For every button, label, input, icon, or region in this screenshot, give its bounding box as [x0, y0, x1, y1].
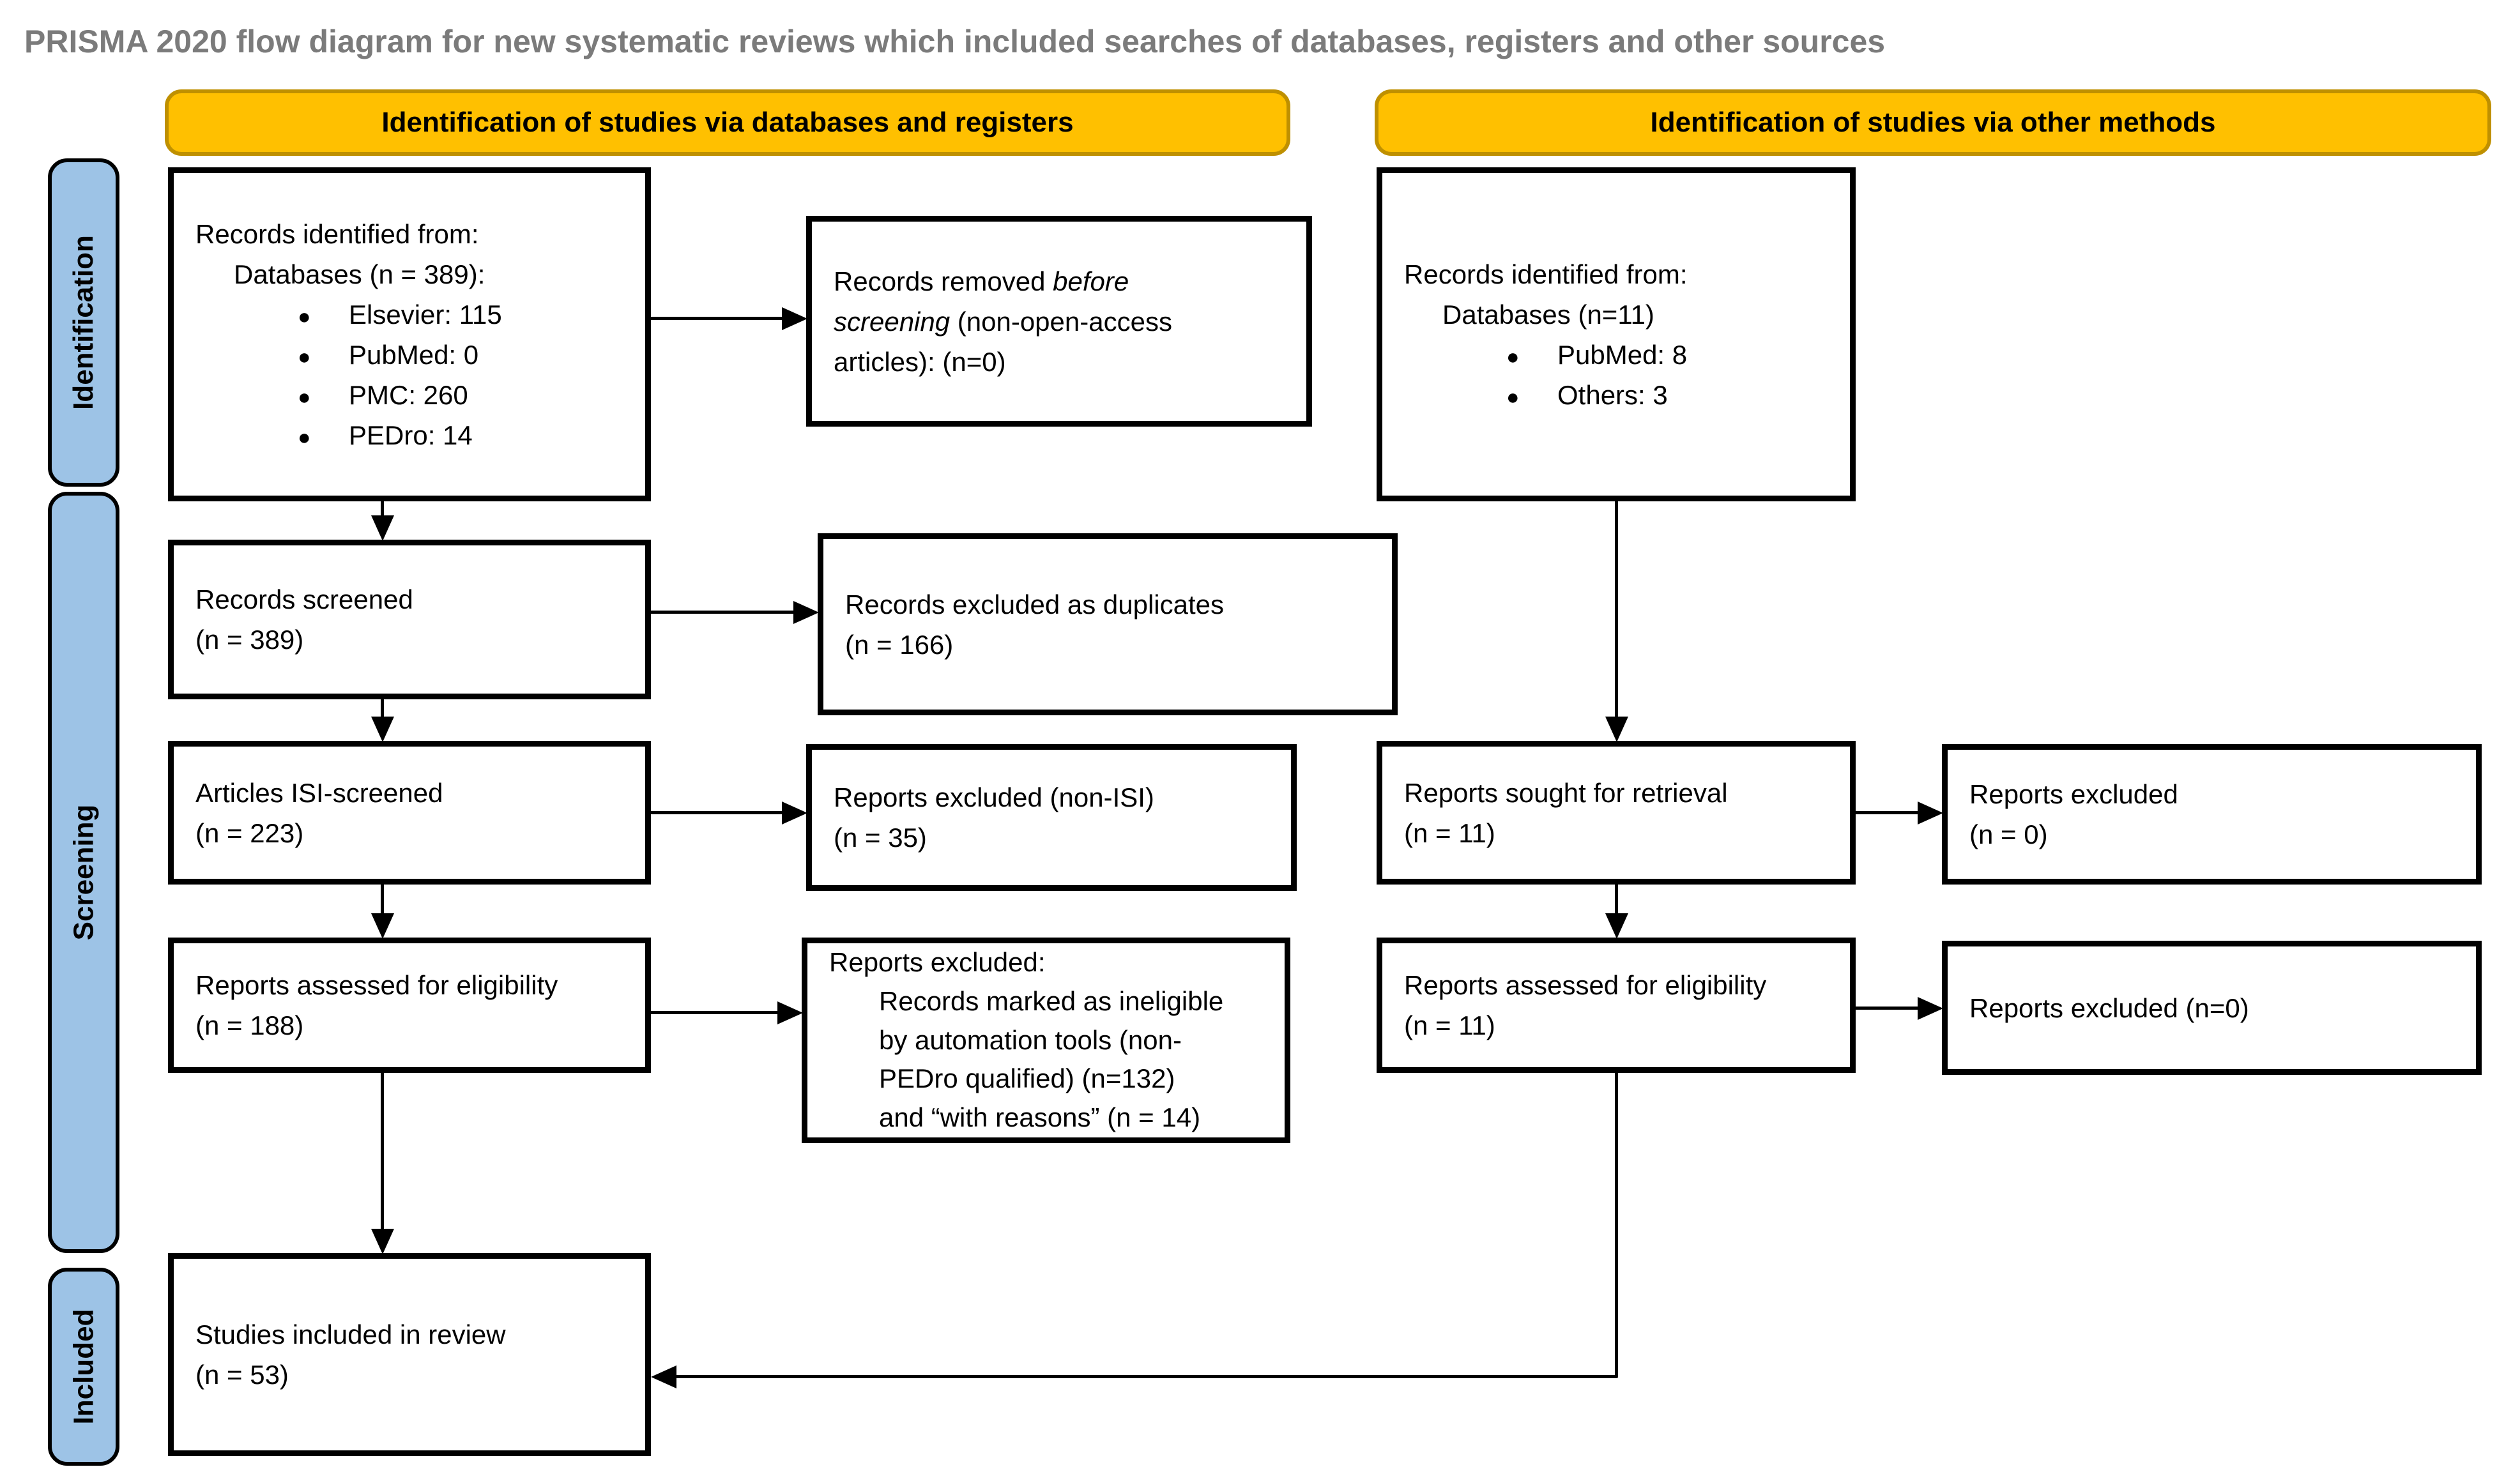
arrowhead-right-icon — [782, 307, 807, 330]
arrowhead-right-icon — [1918, 802, 1943, 824]
arrow-line-identified-to-screened — [381, 501, 384, 517]
arrow-line-assessed-other-to-excluded — [1856, 1007, 1919, 1010]
stage-label-identification: Identification — [68, 235, 99, 410]
box-studies-included: Studies included in review (n = 53) — [168, 1253, 651, 1456]
box-records-screened: Records screened (n = 389) — [168, 540, 651, 699]
stage-label-included: Included — [68, 1309, 99, 1425]
box-reports-assessed-eligibility-other: Reports assessed for eligibility (n = 11… — [1377, 938, 1856, 1073]
arrow-line-screened-to-duplicates — [651, 611, 795, 614]
header-databases-registers-label: Identification of studies via databases … — [381, 107, 1074, 138]
records-identified-other-line2: Databases (n=11) — [1442, 299, 1654, 330]
box-reports-excluded-eligibility: Reports excluded (n=0) — [1942, 941, 2482, 1075]
reports-excluded-detail-line: and “with reasons” (n = 14) — [879, 1102, 1201, 1133]
arrow-line-assessed-other-to-included — [675, 1375, 1617, 1378]
box-records-excluded-duplicates: Records excluded as duplicates (n = 166) — [818, 533, 1398, 715]
box-reports-excluded-retrieval: Reports excluded (n = 0) — [1942, 744, 2482, 885]
bullet-text: PEDro: 14 — [349, 420, 473, 450]
bullet-item: ● Elsevier: 115 — [195, 294, 630, 335]
arrow-line-isi-to-assessed — [381, 885, 384, 915]
box-reports-excluded-non-isi: Reports excluded (non-ISI) (n = 35) — [806, 744, 1297, 891]
arrow-line-sought-to-assessed-other — [1615, 885, 1618, 915]
arrow-line-screened-to-isi — [381, 699, 384, 718]
arrow-line-assessed-other-down — [1615, 1073, 1618, 1378]
stage-bar-identification: Identification — [48, 158, 119, 487]
arrow-line-identified-other-to-sought — [1615, 501, 1618, 718]
reports-excluded-detail-line1: Reports excluded: — [829, 946, 1046, 977]
arrowhead-down-icon — [1605, 717, 1628, 742]
bullet-item: ● Others: 3 — [1404, 375, 1835, 415]
arrow-line-sought-to-excluded — [1856, 811, 1919, 814]
bullet-icon: ● — [298, 425, 311, 450]
removed-text-italic: screening — [834, 306, 951, 337]
arrowhead-down-icon — [371, 913, 394, 939]
removed-text-part: (non-open-access — [950, 306, 1172, 337]
records-removed-text: Records removed before screening (non-op… — [834, 261, 1291, 382]
bullet-icon: ● — [298, 384, 311, 409]
reports-excluded-detail-line: Records marked as ineligible — [879, 985, 1224, 1016]
removed-text-italic: before — [1053, 266, 1129, 296]
header-other-methods: Identification of studies via other meth… — [1375, 89, 2491, 156]
arrowhead-down-icon — [371, 515, 394, 541]
box-records-removed-before-screening: Records removed before screening (non-op… — [806, 216, 1312, 427]
arrowhead-right-icon — [782, 802, 807, 824]
bullet-text: PMC: 260 — [349, 379, 468, 410]
bullet-text: PubMed: 0 — [349, 339, 479, 370]
page-title: PRISMA 2020 flow diagram for new systema… — [24, 24, 1886, 59]
bullet-text: PubMed: 8 — [1557, 339, 1688, 370]
records-identified-line2: Databases (n = 389): — [234, 259, 485, 289]
arrow-line-isi-to-nonisi — [651, 811, 783, 814]
arrow-line-identified-to-removed — [651, 317, 783, 320]
box-reports-sought-retrieval: Reports sought for retrieval (n = 11) — [1377, 741, 1856, 885]
box-records-identified-databases: Records identified from: Databases (n = … — [168, 167, 651, 501]
stage-bar-included: Included — [48, 1268, 119, 1466]
arrowhead-right-icon — [777, 1001, 803, 1024]
bullet-icon: ● — [1506, 384, 1520, 409]
arrowhead-down-icon — [1605, 913, 1628, 939]
arrowhead-left-icon — [651, 1365, 676, 1388]
records-identified-other-line1: Records identified from: — [1404, 259, 1688, 289]
arrowhead-down-icon — [371, 717, 394, 742]
reports-excluded-detail-line: PEDro qualified) (n=132) — [879, 1063, 1175, 1094]
stage-bar-screening: Screening — [48, 492, 119, 1253]
box-records-identified-other: Records identified from: Databases (n=11… — [1377, 167, 1856, 501]
records-identified-line1: Records identified from: — [195, 218, 479, 249]
box-reports-assessed-eligibility: Reports assessed for eligibility (n = 18… — [168, 938, 651, 1073]
removed-text-part: articles): (n=0) — [834, 346, 1006, 377]
arrow-line-assessed-to-excluded-detail — [651, 1011, 779, 1014]
arrowhead-right-icon — [793, 601, 819, 624]
arrow-line-assessed-to-included — [381, 1073, 384, 1231]
bullet-text: Elsevier: 115 — [349, 299, 502, 330]
bullet-icon: ● — [298, 344, 311, 369]
header-other-methods-label: Identification of studies via other meth… — [1650, 107, 2216, 138]
bullet-item: ● PubMed: 0 — [195, 335, 630, 375]
bullet-item: ● PEDro: 14 — [195, 415, 630, 455]
bullet-item: ● PubMed: 8 — [1404, 335, 1835, 375]
bullet-text: Others: 3 — [1557, 379, 1668, 410]
bullet-icon: ● — [298, 304, 311, 329]
box-reports-excluded-detail: Reports excluded: Records marked as inel… — [802, 938, 1290, 1143]
stage-label-screening: Screening — [68, 804, 99, 941]
removed-text-part: Records removed — [834, 266, 1053, 296]
box-articles-isi-screened: Articles ISI-screened (n = 223) — [168, 741, 651, 885]
bullet-icon: ● — [1506, 344, 1520, 369]
reports-excluded-detail-line: by automation tools (non- — [879, 1024, 1182, 1055]
arrowhead-right-icon — [1918, 997, 1943, 1020]
header-databases-registers: Identification of studies via databases … — [165, 89, 1290, 156]
bullet-item: ● PMC: 260 — [195, 375, 630, 415]
arrowhead-down-icon — [371, 1229, 394, 1254]
